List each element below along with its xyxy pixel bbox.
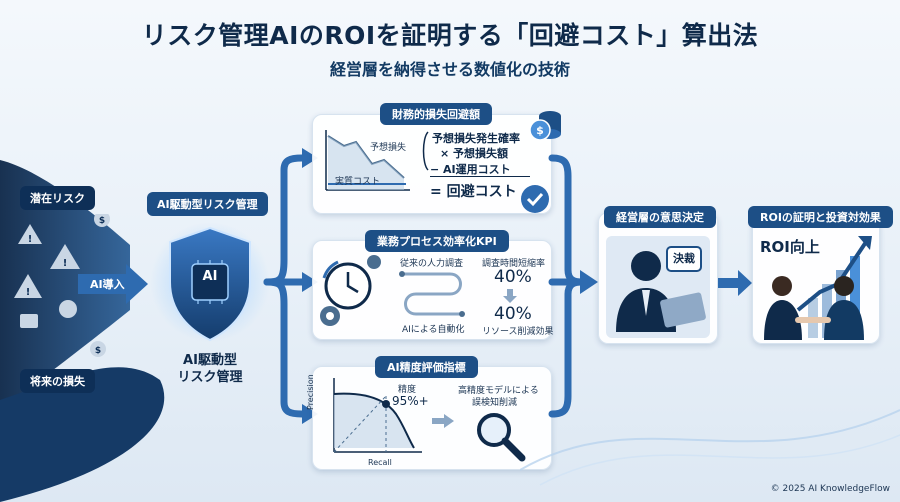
- decision-card-title: 経営層の意思決定: [604, 206, 716, 228]
- warning-icon: [50, 244, 80, 269]
- formula-line2: × 予想損失額: [440, 147, 509, 160]
- resource-reduction-label: リソース削減効果: [482, 327, 554, 337]
- merge-connectors: [548, 154, 598, 418]
- formula-line1: 予想損失発生確率: [432, 132, 520, 145]
- magnifier-icon: [477, 413, 526, 462]
- center-caption-line2: リスク管理: [177, 370, 243, 385]
- clock-gear-icon: [320, 255, 381, 326]
- latent-risk-label: 潜在リスク: [20, 186, 95, 210]
- decorative-swoosh: [520, 409, 900, 486]
- process-card-title: 業務プロセス効率化KPI: [365, 230, 509, 252]
- page-title: リスク管理AIのROIを証明する「回避コスト」算出法: [141, 21, 759, 50]
- svg-text:!: !: [28, 234, 33, 245]
- center-caption: AI駆動型 リスク管理: [150, 352, 270, 386]
- approval-stamp: 決裁: [666, 246, 702, 272]
- formula-bracket: [422, 131, 429, 171]
- svg-text:!: !: [63, 258, 68, 269]
- svg-text:!: !: [26, 287, 31, 298]
- branch-connectors: [263, 148, 318, 424]
- page-subtitle: 経営層を納得させる数値化の技術: [329, 60, 570, 79]
- ai-automation-label: AIによる自動化: [402, 325, 465, 335]
- roi-card-title: ROIの証明と投資対効果: [748, 206, 893, 228]
- document-icon: [20, 314, 38, 328]
- formula-divider: [430, 176, 530, 177]
- process-flow-line: [399, 271, 465, 317]
- loss-chart-label: 予想損失: [370, 143, 407, 153]
- accuracy-card-title: AI精度評価指標: [375, 356, 478, 378]
- center-caption-line1: AI駆動型: [183, 353, 237, 368]
- accuracy-desc-line1: 高精度モデルによる: [458, 386, 539, 396]
- warning-icon: [14, 274, 42, 298]
- to-roi-arrow: [718, 270, 752, 296]
- formula-result: = 回避コスト: [430, 184, 517, 200]
- ai-shield-icon: [150, 222, 270, 342]
- precision-value: 95%+: [392, 394, 429, 408]
- checkmark-icon: [521, 185, 549, 213]
- accuracy-desc-line2: 誤検知削減: [472, 398, 518, 408]
- svg-text:$: $: [99, 216, 105, 226]
- precision-label: 精度: [398, 385, 417, 395]
- down-arrow-icon: [503, 289, 517, 303]
- dollar-icon: [90, 341, 106, 357]
- precision-recall-chart: [333, 378, 422, 453]
- loss-trend-chart: [325, 130, 410, 191]
- shield-ai-text: AI: [202, 269, 218, 284]
- future-loss-label: 将来の損失: [20, 369, 95, 393]
- manual-investigation-label: 従来の人力調査: [400, 259, 464, 269]
- reduction-rate-value: 40%: [494, 267, 532, 287]
- ai-risk-management-pill: AI駆動型リスク管理: [147, 192, 268, 216]
- ai-intro-label: AI導入: [90, 278, 125, 291]
- roi-up-label: ROI向上: [760, 238, 820, 256]
- roi-growth-chart: [764, 236, 872, 340]
- coins-icon: $: [529, 111, 561, 141]
- formula-line3: − AI運用コスト: [430, 163, 511, 176]
- reduction-rate-label: 調査時間短縮率: [482, 259, 546, 269]
- risk-icons-cluster: !!! $ $: [14, 214, 110, 357]
- y-axis-label: Precision: [306, 374, 315, 410]
- svg-text:$: $: [95, 346, 101, 356]
- actual-cost-label: 実質コスト: [335, 177, 381, 187]
- ai-intro-arrow: [78, 264, 148, 304]
- dollar-icon: [94, 214, 110, 227]
- svg-text:$: $: [536, 124, 544, 137]
- warning-icon: [18, 224, 42, 244]
- resource-reduction-value: 40%: [494, 304, 532, 324]
- x-axis-label: Recall: [368, 458, 392, 467]
- financial-card-title: 財務的損失回避額: [380, 103, 492, 125]
- footer-copyright: © 2025 AI KnowledgeFlow: [770, 484, 890, 494]
- gear-icon: [59, 300, 77, 318]
- right-arrow-icon: [432, 414, 454, 428]
